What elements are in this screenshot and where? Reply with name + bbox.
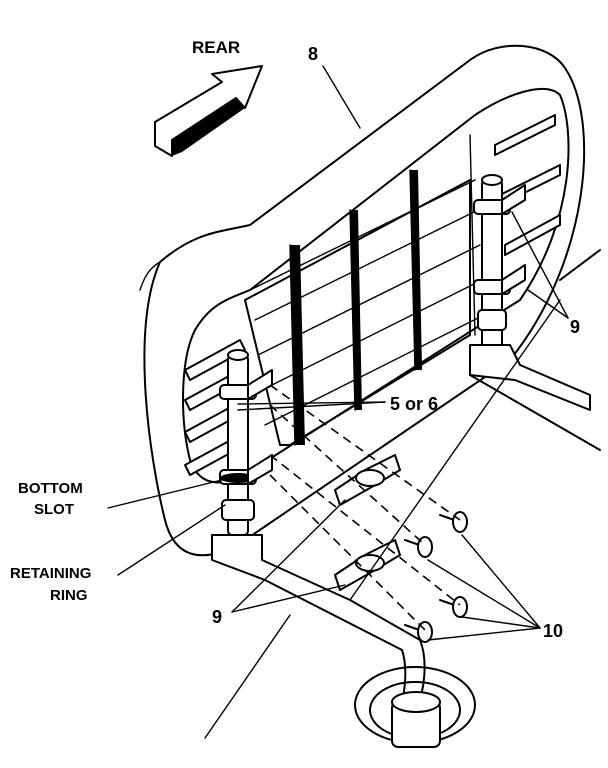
leader-lines: [107, 65, 569, 739]
retaining-ring-label-line1: RETAINING: [10, 565, 91, 582]
part-10-label: 10: [543, 621, 563, 641]
clip-upper: [334, 454, 401, 506]
part-9-upper-label: 9: [570, 317, 580, 337]
screw-1: [439, 511, 468, 533]
bottom-slot-label-line2: SLOT: [34, 501, 74, 518]
frame-rail: [469, 249, 601, 451]
right-louvers: [494, 114, 561, 256]
part-5-or-6-label: 5 or 6: [390, 394, 438, 414]
part-9-lower-label: 9: [212, 607, 222, 627]
bottom-slot-label-line1: BOTTOM: [18, 480, 83, 497]
grille-housing: [139, 44, 586, 557]
floor-grommet: [354, 666, 476, 748]
grille-grid: [244, 134, 485, 446]
screw-2: [404, 536, 433, 558]
rear-label: REAR: [192, 38, 240, 57]
clip-lower: [334, 539, 401, 591]
part-8-label: 8: [308, 44, 318, 64]
screw-3: [439, 596, 468, 618]
right-mounting-post: [469, 174, 591, 411]
retaining-ring-label-line2: RING: [50, 587, 88, 604]
alignment-lines: [269, 384, 461, 631]
rear-direction-arrow: [154, 65, 263, 157]
